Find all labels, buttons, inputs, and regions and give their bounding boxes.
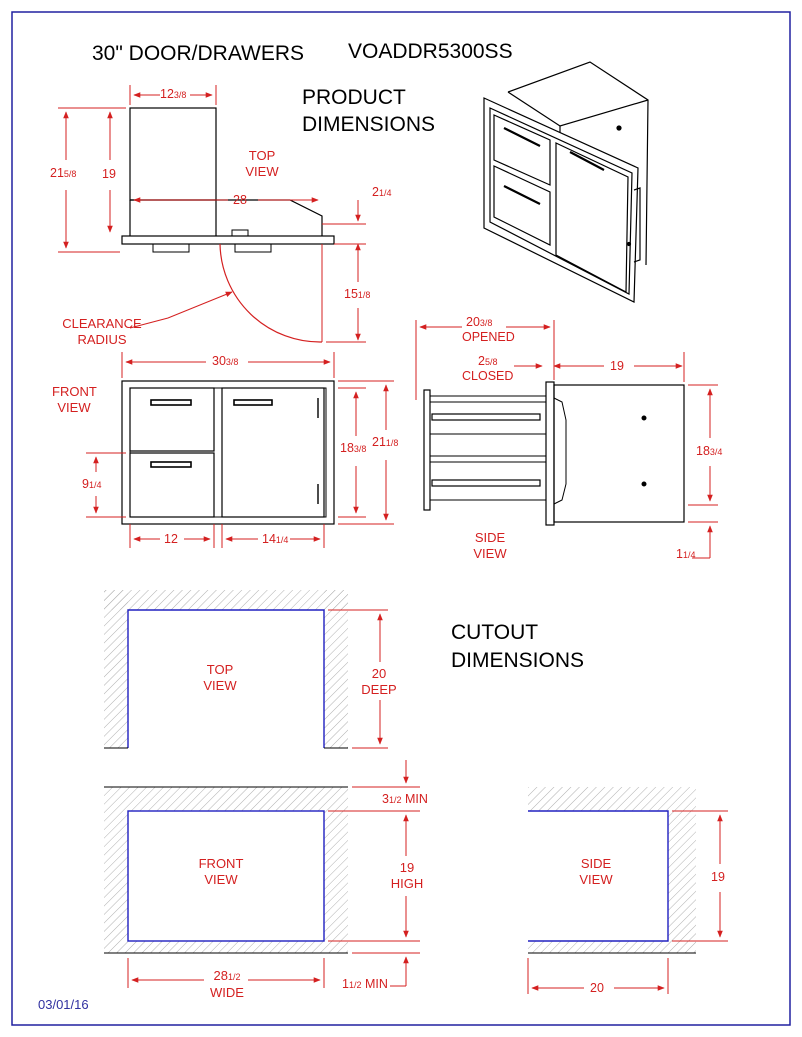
cutout-front-dimensions <box>127 760 420 988</box>
cutout-top-dimensions <box>328 609 388 749</box>
cutout-min-top-label: 31/2 MIN <box>382 792 428 806</box>
revision-date: 03/01/16 <box>38 997 89 1012</box>
page-border <box>11 11 791 1026</box>
front-opening-height-label: 183/8 <box>340 441 367 455</box>
cutout-side-depth-label: 20 <box>590 981 604 995</box>
front-width-label: 303/8 <box>212 354 239 368</box>
cutout-side-height-label: 19 <box>711 870 725 884</box>
top-flange-label: 21/4 <box>372 185 392 199</box>
front-door-width-label: 141/4 <box>262 532 289 546</box>
side-opened-text: OPENED <box>462 330 515 344</box>
product-top-dimensions <box>58 85 366 343</box>
product-front-view <box>121 380 335 525</box>
product-top-view <box>121 107 335 343</box>
product-isometric <box>483 61 649 303</box>
front-drawer-width-label: 12 <box>164 532 178 546</box>
cutout-top-view <box>104 590 348 749</box>
side-offset-label: 11/4 <box>676 547 696 561</box>
side-opened-label: 203/8 <box>466 315 493 329</box>
side-closed-label: 25/8 <box>478 354 498 368</box>
product-side-dimensions <box>415 320 718 559</box>
cutout-heading-line1: CUTOUT <box>451 621 539 644</box>
product-side-view <box>423 381 685 526</box>
top-swing-label: 151/8 <box>344 287 371 301</box>
cutout-side-view <box>528 787 696 954</box>
side-depth-label: 19 <box>610 359 624 373</box>
side-height-label: 183/4 <box>696 444 723 458</box>
model-number: VOADDR5300SS <box>348 40 513 63</box>
front-drawer-height-label: 91/4 <box>82 477 102 491</box>
cutout-heading-line2: DIMENSIONS <box>451 649 585 672</box>
top-depth-total-label: 215/8 <box>50 166 77 180</box>
top-width-label: 123/8 <box>160 87 187 101</box>
product-front-dimensions <box>86 352 394 548</box>
side-closed-text: CLOSED <box>462 369 514 383</box>
cutout-min-bottom-label: 11/2 MIN <box>342 977 388 991</box>
cutout-front-view <box>104 786 348 954</box>
product-heading-line2: DIMENSIONS <box>302 113 436 136</box>
front-height-label: 211/8 <box>372 435 399 449</box>
cutout-side-dimensions <box>527 810 728 994</box>
top-width-28-label: 28 <box>233 193 247 207</box>
drawing-title: 30" DOOR/DRAWERS <box>92 42 305 65</box>
product-heading-line1: PRODUCT <box>302 86 406 109</box>
top-depth-body-label: 19 <box>102 167 116 181</box>
